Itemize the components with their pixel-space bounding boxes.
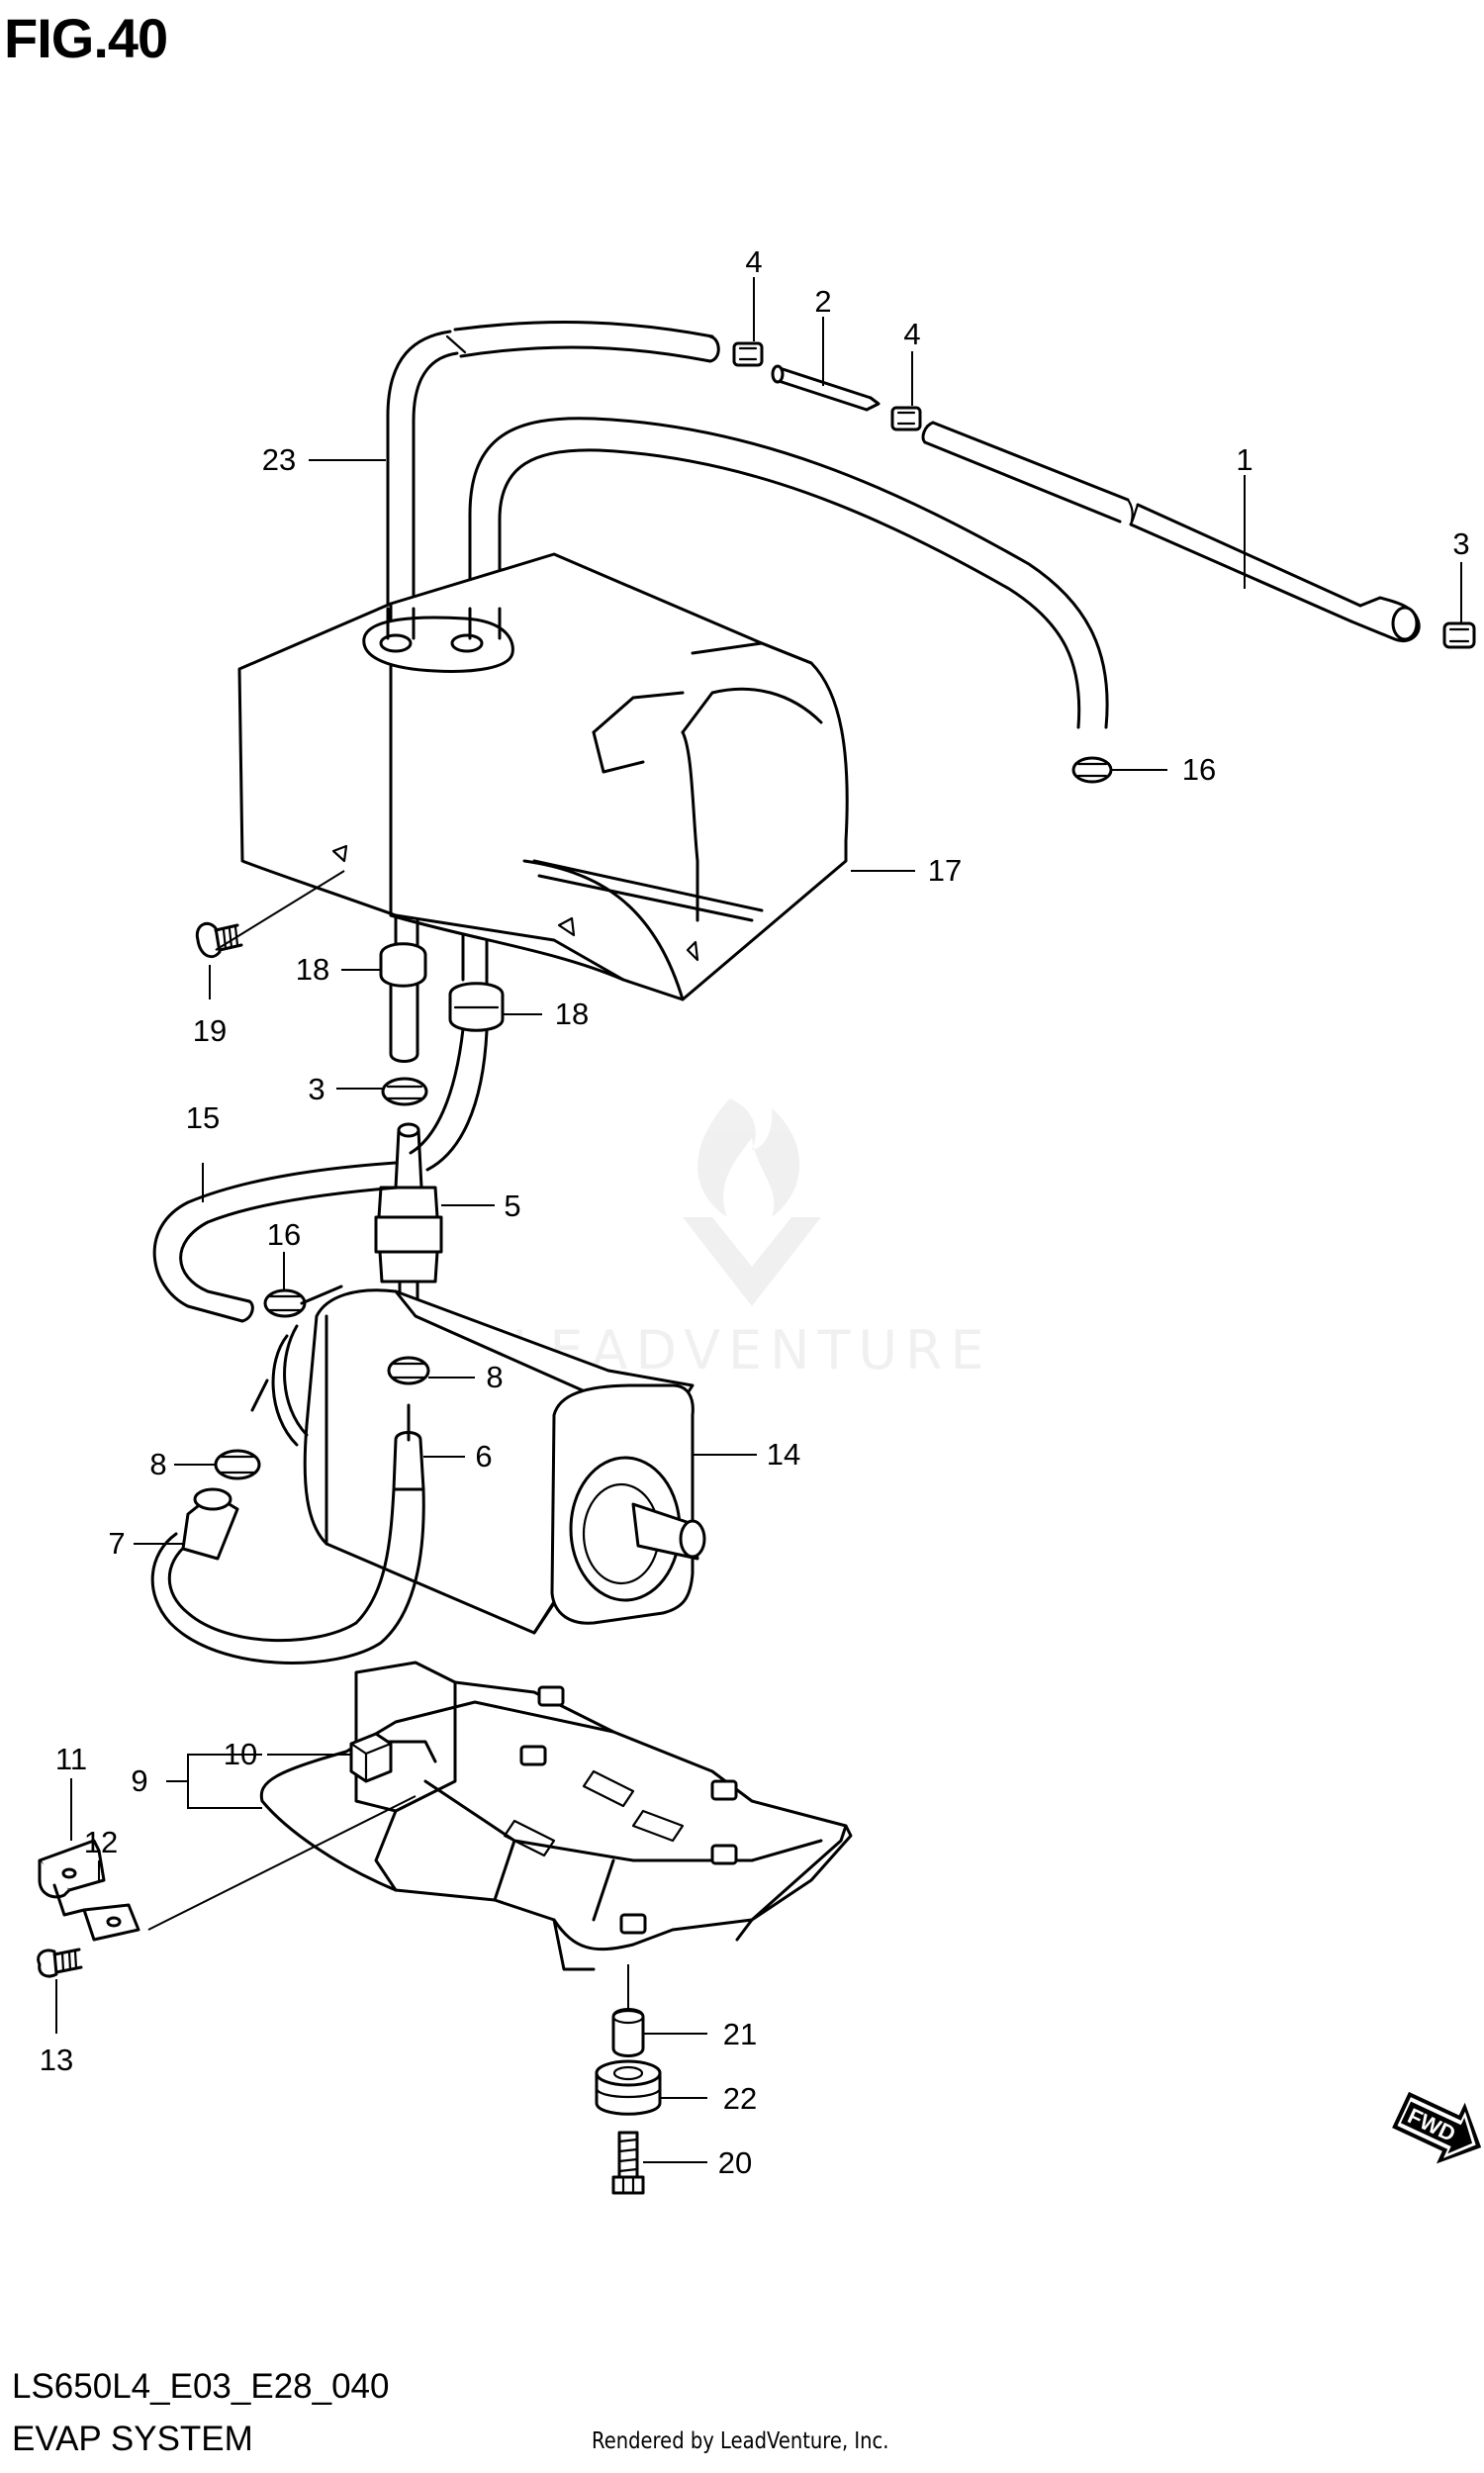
callout-17: 17 <box>928 853 962 888</box>
callout-10: 10 <box>224 1737 257 1771</box>
callout-16-middle: 16 <box>267 1217 301 1252</box>
clamp-4-lower <box>890 406 922 431</box>
callout-8-lower: 8 <box>149 1447 166 1481</box>
callout-23: 23 <box>262 442 296 477</box>
callout-4-lower: 4 <box>903 317 920 351</box>
callout-14: 14 <box>767 1437 800 1472</box>
callout-7: 7 <box>108 1526 125 1561</box>
model-code: LS650L4_E03_E28_040 <box>12 2367 390 2406</box>
bolt-20 <box>611 2131 645 2195</box>
section-name: EVAP SYSTEM <box>12 2420 253 2458</box>
clamp-4-upper <box>732 341 764 367</box>
callout-2: 2 <box>814 284 831 319</box>
callout-18-right: 18 <box>555 997 589 1031</box>
callout-3-upper: 3 <box>1452 526 1469 561</box>
fwd-direction-arrow: FWD <box>1392 2091 1482 2164</box>
hose-7 <box>150 1487 425 1665</box>
screw-19 <box>195 921 243 959</box>
callout-20: 20 <box>718 2145 752 2180</box>
joint-18-right <box>448 982 505 1032</box>
figure-title: FIG.40 <box>4 7 168 69</box>
spacer-21 <box>611 2008 645 2057</box>
joint-6 <box>392 1403 425 1491</box>
rendered-by-credit: Rendered by LeadVenture, Inc. <box>592 2428 889 2454</box>
callout-22: 22 <box>723 2081 757 2116</box>
clamp-11 <box>38 1839 140 1942</box>
callout-18-left: 18 <box>296 952 329 987</box>
joint-7 <box>181 1487 239 1561</box>
clamp-16-middle <box>263 1284 343 1318</box>
callout-11: 11 <box>55 1742 87 1776</box>
clamp-16-upper <box>1071 756 1113 784</box>
cushion-10 <box>349 1732 393 1783</box>
callout-9: 9 <box>131 1763 147 1798</box>
callout-13: 13 <box>40 2043 73 2077</box>
callout-16-upper: 16 <box>1182 752 1216 787</box>
callout-1: 1 <box>1236 442 1252 477</box>
callout-4-upper: 4 <box>745 244 762 279</box>
screw-13 <box>37 1948 83 1978</box>
callout-labels: 4 2 4 1 3 23 16 17 19 18 18 3 5 15 16 8 … <box>40 244 1470 2180</box>
hose-15 <box>152 1161 400 1323</box>
callout-3-middle: 3 <box>308 1072 325 1106</box>
clamp-8-lower <box>214 1449 261 1480</box>
grommet-22 <box>595 2059 662 2116</box>
callout-19: 19 <box>193 1013 227 1048</box>
joint-18-left <box>379 942 427 1063</box>
hose-1 <box>921 421 1421 642</box>
tank-17 <box>237 552 849 1001</box>
callout-15: 15 <box>186 1100 220 1135</box>
pipe-2 <box>771 364 881 412</box>
leader-lines <box>55 277 1462 2163</box>
callout-6: 6 <box>475 1439 492 1474</box>
hose-23 <box>386 321 720 611</box>
bracket-9 <box>259 1661 853 1971</box>
clamp-8-upper <box>387 1356 430 1385</box>
clamp-3-upper <box>1442 621 1476 649</box>
leadventure-watermark: LEADVENTURE <box>511 1098 984 1381</box>
canister-14 <box>250 1288 706 1635</box>
callout-12: 12 <box>84 1825 118 1859</box>
callout-8-upper: 8 <box>486 1360 503 1394</box>
callout-5: 5 <box>504 1189 520 1223</box>
hose-breather <box>468 417 1109 729</box>
clamp-3-middle <box>381 1077 428 1106</box>
valve-5 <box>374 1122 443 1343</box>
callout-21: 21 <box>723 2017 757 2051</box>
